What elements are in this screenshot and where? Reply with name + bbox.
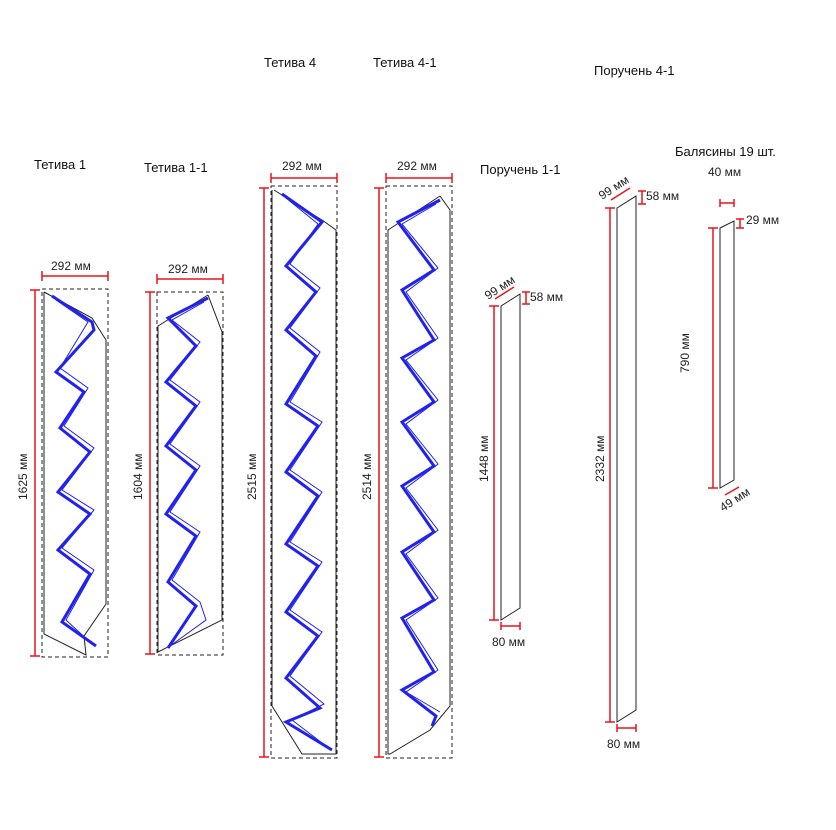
stringer-4-1-width-label: 292 мм xyxy=(397,159,437,173)
balusters-title: Балясины 19 шт. xyxy=(675,144,776,159)
balusters: Балясины 19 шт. 40 мм 29 мм 790 мм 49 мм xyxy=(675,144,779,515)
handrail-1-1-outline xyxy=(500,293,521,621)
stringer-1-height-label: 1625 мм xyxy=(16,453,30,500)
stringer-1-title: Тетива 1 xyxy=(34,157,86,172)
stringer-1: Тетива 1 292 мм 1625 мм xyxy=(16,157,109,658)
stringer-4-height-label: 2515 мм xyxy=(245,453,259,500)
handrail-1-1-top-diag-label: 99 мм xyxy=(482,273,517,303)
handrail-1-1-length-label: 1448 мм xyxy=(477,435,491,482)
stringer-1-1: Тетива 1-1 292 мм 1604 мм xyxy=(131,160,224,656)
handrail-4-1: Поручень 4-1 99 мм 58 мм 2332 мм 80 мм xyxy=(593,63,679,751)
stringer-1-1-title: Тетива 1-1 xyxy=(144,160,208,175)
stringer-1-width-label: 292 мм xyxy=(51,259,91,273)
stringer-4-bounds xyxy=(270,185,338,759)
stringer-1-1-steps xyxy=(163,296,209,649)
stringer-1-steps xyxy=(51,294,97,648)
handrail-1-1: Поручень 1-1 99 мм 58 мм 1448 мм 80 мм xyxy=(477,162,563,649)
handrail-1-1-top-side-label: 58 мм xyxy=(530,290,563,304)
stringer-4-width-label: 292 мм xyxy=(282,159,322,173)
stringer-4-1-title: Тетива 4-1 xyxy=(373,55,437,70)
balusters-width-label: 40 мм xyxy=(708,165,741,179)
balusters-length-label: 790 мм xyxy=(678,333,692,373)
stringer-1-outline xyxy=(43,291,107,656)
stringer-4-title: Тетива 4 xyxy=(264,55,316,70)
handrail-4-1-outline xyxy=(616,195,637,723)
handrail-4-1-top-side-label: 58 мм xyxy=(646,189,679,203)
handrail-4-1-title: Поручень 4-1 xyxy=(594,63,675,78)
baluster-outline xyxy=(719,220,735,489)
stringer-4-1-bounds xyxy=(385,185,453,759)
handrail-1-1-title: Поручень 1-1 xyxy=(480,162,561,177)
stringer-1-1-height-label: 1604 мм xyxy=(131,453,145,500)
balusters-top-side-label: 29 мм xyxy=(746,213,779,227)
stringer-1-1-outline xyxy=(157,294,223,653)
stringer-4-outline xyxy=(271,189,337,755)
stringer-4-steps xyxy=(281,192,333,752)
handrail-4-1-bottom-label: 80 мм xyxy=(607,737,640,751)
stringer-4-1: Тетива 4-1 292 мм 2514 мм xyxy=(360,55,453,759)
stringer-1-1-bounds xyxy=(156,291,224,656)
handrail-1-1-bottom-label: 80 мм xyxy=(492,635,525,649)
stringer-1-1-width-label: 292 мм xyxy=(168,262,208,276)
stringer-4-1-height-label: 2514 мм xyxy=(360,453,374,500)
stringer-4: Тетива 4 292 мм 2515 мм xyxy=(245,55,338,759)
handrail-4-1-length-label: 2332 мм xyxy=(593,435,607,482)
stringer-4-1-outline xyxy=(387,195,451,755)
stringer-4-1-steps xyxy=(395,198,441,727)
